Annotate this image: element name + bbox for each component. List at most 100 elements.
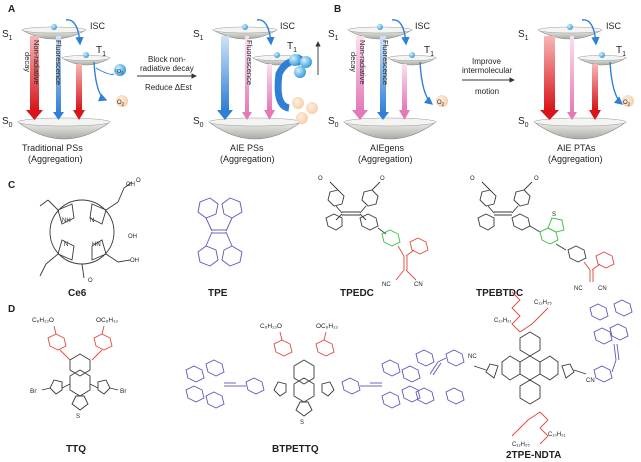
tpe-ndta-label: 2TPE-NDTA	[506, 450, 561, 461]
svg-text:ISC: ISC	[415, 21, 431, 31]
svg-text:Reduce ΔEst: Reduce ΔEst	[145, 83, 192, 92]
jablonski-aie-pta	[533, 19, 627, 140]
svg-text:C₆H₁₃O: C₆H₁₃O	[32, 317, 54, 324]
svg-text:S1: S1	[518, 29, 529, 42]
tpe-structure	[197, 197, 243, 267]
t1-label-a1: T1	[96, 45, 106, 58]
svg-text:C₁₂H₂₅: C₁₂H₂₅	[512, 442, 530, 448]
svg-text:NC: NC	[382, 282, 391, 288]
svg-text:NC: NC	[468, 354, 477, 360]
svg-text:motion: motion	[475, 87, 499, 96]
svg-text:CN: CN	[598, 286, 607, 292]
aie-ps-title: AIE PSs	[230, 143, 264, 153]
s1-label-a1: S1	[2, 29, 13, 42]
singlet-oxygen-icon	[114, 64, 126, 76]
jablonski-aie-ps	[208, 19, 309, 140]
svg-text:Br: Br	[120, 388, 127, 395]
svg-text:N: N	[64, 242, 68, 248]
ce6-structure	[39, 181, 133, 279]
svg-text:NH: NH	[62, 218, 71, 224]
svg-text:ISC: ISC	[280, 21, 296, 31]
svg-text:Br: Br	[30, 388, 37, 395]
isc-label-a1: ISC	[90, 21, 106, 31]
svg-text:O: O	[534, 176, 539, 182]
svg-text:C₁₀H₂₁: C₁₀H₂₁	[548, 432, 566, 438]
svg-text:Block non-: Block non-	[148, 55, 186, 64]
fluor-label-a1: Fluorescence	[54, 40, 63, 85]
svg-text:T1: T1	[616, 45, 626, 58]
svg-text:¹O₂: ¹O₂	[115, 69, 123, 75]
svg-text:S1: S1	[193, 29, 204, 42]
svg-text:S: S	[552, 212, 556, 218]
svg-text:S: S	[76, 414, 80, 420]
ce6-label: Ce6	[68, 288, 87, 299]
aie-pta-title: AIE PTAs	[557, 143, 596, 153]
svg-text:S0: S0	[193, 116, 204, 129]
svg-text:CN: CN	[414, 282, 423, 288]
svg-text:N: N	[90, 218, 94, 224]
svg-text:O: O	[380, 176, 385, 182]
svg-text:OH: OH	[130, 258, 139, 264]
svg-text:NC: NC	[574, 286, 583, 292]
svg-text:Non-radiative: Non-radiative	[358, 40, 367, 85]
svg-text:C₆H₁₃O: C₆H₁₃O	[260, 323, 282, 330]
nonrad-label2-a1: decay	[23, 52, 32, 72]
svg-text:intermolecular: intermolecular	[462, 66, 513, 75]
tpedc-structure	[325, 181, 429, 281]
tpedc-label: TPEDC	[340, 288, 374, 299]
svg-text:O2: O2	[437, 100, 445, 107]
tpe-label: TPE	[208, 288, 228, 299]
svg-text:T1: T1	[287, 41, 297, 54]
svg-text:S: S	[300, 420, 304, 426]
jablonski-traditional-ps	[17, 19, 115, 140]
ttq-label: TTQ	[66, 444, 86, 455]
svg-text:O: O	[470, 176, 475, 182]
panel-label-c: C	[8, 180, 15, 191]
traditional-ps-sub: (Aggregation)	[28, 154, 83, 164]
svg-text:Improve: Improve	[472, 57, 501, 66]
tpebtdc-label: TPEBTDC	[476, 288, 523, 299]
svg-text:(Aggregation): (Aggregation)	[220, 154, 275, 164]
svg-text:T1: T1	[424, 45, 434, 58]
tpebtdc-structure	[477, 181, 615, 282]
svg-text:Fluorescence: Fluorescence	[381, 40, 390, 85]
jablonski-aiegens	[343, 19, 437, 140]
aiegens-title: AIEgens	[370, 143, 405, 153]
tpe-ndta-structure	[415, 291, 633, 445]
svg-text:ISC: ISC	[606, 21, 622, 31]
svg-text:decay: decay	[349, 52, 358, 72]
svg-text:Fluorescence: Fluorescence	[245, 40, 254, 85]
svg-text:S0: S0	[518, 116, 529, 129]
svg-text:O: O	[318, 176, 323, 182]
svg-text:OC₆H₁₃: OC₆H₁₃	[96, 317, 118, 324]
panel-label-d: D	[8, 304, 15, 315]
s0-label-a1: S0	[2, 116, 13, 129]
btpettq-label: BTPETTQ	[272, 444, 319, 455]
svg-text:C₁₀H₂₁: C₁₀H₂₁	[494, 318, 512, 324]
panel-label-b: B	[334, 4, 341, 15]
svg-text:radiative decay: radiative decay	[140, 64, 194, 73]
svg-text:OH: OH	[126, 182, 135, 188]
btpettq-structure	[185, 331, 421, 417]
svg-text:O: O	[88, 278, 93, 284]
traditional-ps-title: Traditional PSs	[22, 143, 83, 153]
svg-text:OH: OH	[128, 234, 137, 240]
oxygen-icon	[116, 95, 128, 107]
svg-text:S0: S0	[328, 116, 339, 129]
svg-text:HN: HN	[92, 242, 101, 248]
nonradiative-arrow	[30, 36, 39, 110]
panel-label-a: A	[8, 4, 15, 15]
ttq-structure	[41, 325, 119, 411]
svg-text:S1: S1	[328, 29, 339, 42]
svg-text:O: O	[136, 178, 141, 184]
svg-text:(Aggregation): (Aggregation)	[548, 154, 603, 164]
svg-text:O2: O2	[117, 100, 125, 107]
svg-text:O2: O2	[623, 100, 631, 107]
svg-text:CN: CN	[586, 378, 595, 384]
fluorescence-arrow	[56, 36, 61, 114]
svg-text:C₁₂H₂₅: C₁₂H₂₅	[534, 300, 552, 306]
svg-text:(Aggregation): (Aggregation)	[358, 154, 413, 164]
svg-text:OC₆H₁₃: OC₆H₁₃	[316, 323, 338, 330]
nonrad-label-a1: Non-radiative	[32, 40, 41, 85]
